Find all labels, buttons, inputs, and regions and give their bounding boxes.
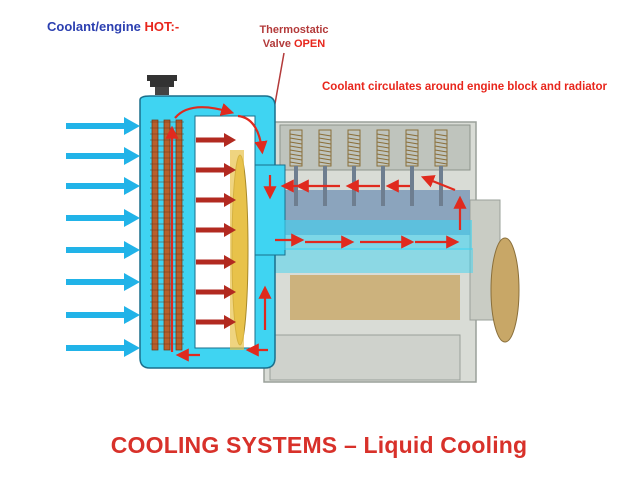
radiator-tube: [175, 119, 183, 351]
fan: [230, 150, 249, 350]
coolant-engine-text: Coolant/engine: [47, 19, 141, 34]
arrow-right-icon: [66, 306, 140, 324]
arrow-right-icon: [66, 241, 140, 259]
arrow-right-icon: [196, 193, 236, 207]
oil-pan: [269, 334, 461, 381]
thermostat-label-line2: Valve OPEN: [246, 37, 342, 51]
coolant-flow-arrows: [165, 103, 467, 362]
radiator-tube: [151, 119, 159, 351]
hot-text: HOT:-: [144, 19, 180, 34]
airflow-arrows: [66, 117, 140, 357]
radiator-tube: [163, 119, 171, 351]
valve-spring: [434, 129, 448, 206]
arrow-icon: [174, 103, 235, 119]
arrow-right-icon: [196, 133, 236, 147]
arrow-icon: [237, 114, 268, 155]
arrow-right-icon: [196, 223, 236, 237]
valve-text: Valve: [262, 38, 291, 50]
page-title: COOLING SYSTEMS – Liquid Cooling: [110, 432, 528, 458]
water-jacket: [268, 248, 473, 273]
flywheel: [490, 237, 520, 343]
arrow-right-icon: [66, 273, 140, 291]
crankshaft: [290, 275, 460, 320]
valve-spring: [376, 129, 390, 206]
thermostat-label: Thermostatic Valve OPEN: [246, 23, 342, 51]
open-text: OPEN: [294, 38, 326, 50]
arrow-right-icon: [66, 209, 140, 227]
radiator-core: [150, 119, 184, 351]
arrow-right-icon: [66, 339, 140, 357]
valve-spring: [405, 129, 419, 206]
radiator-cap-icon: [147, 75, 177, 95]
thermostat-label-line1: Thermostatic: [259, 24, 329, 36]
coolant-state-label: Coolant/engine HOT:-: [47, 19, 179, 34]
circulation-label: Coolant circulates around engine block a…: [322, 81, 607, 93]
arrow-right-icon: [66, 117, 140, 135]
arrow-right-icon: [196, 163, 236, 177]
arrow-right-icon: [196, 285, 236, 299]
arrow-icon: [420, 175, 456, 192]
arrow-right-icon: [66, 177, 140, 195]
arrow-right-icon: [196, 255, 236, 269]
arrow-right-icon: [66, 147, 140, 165]
arrow-right-icon: [196, 315, 236, 329]
engine: [263, 121, 520, 383]
